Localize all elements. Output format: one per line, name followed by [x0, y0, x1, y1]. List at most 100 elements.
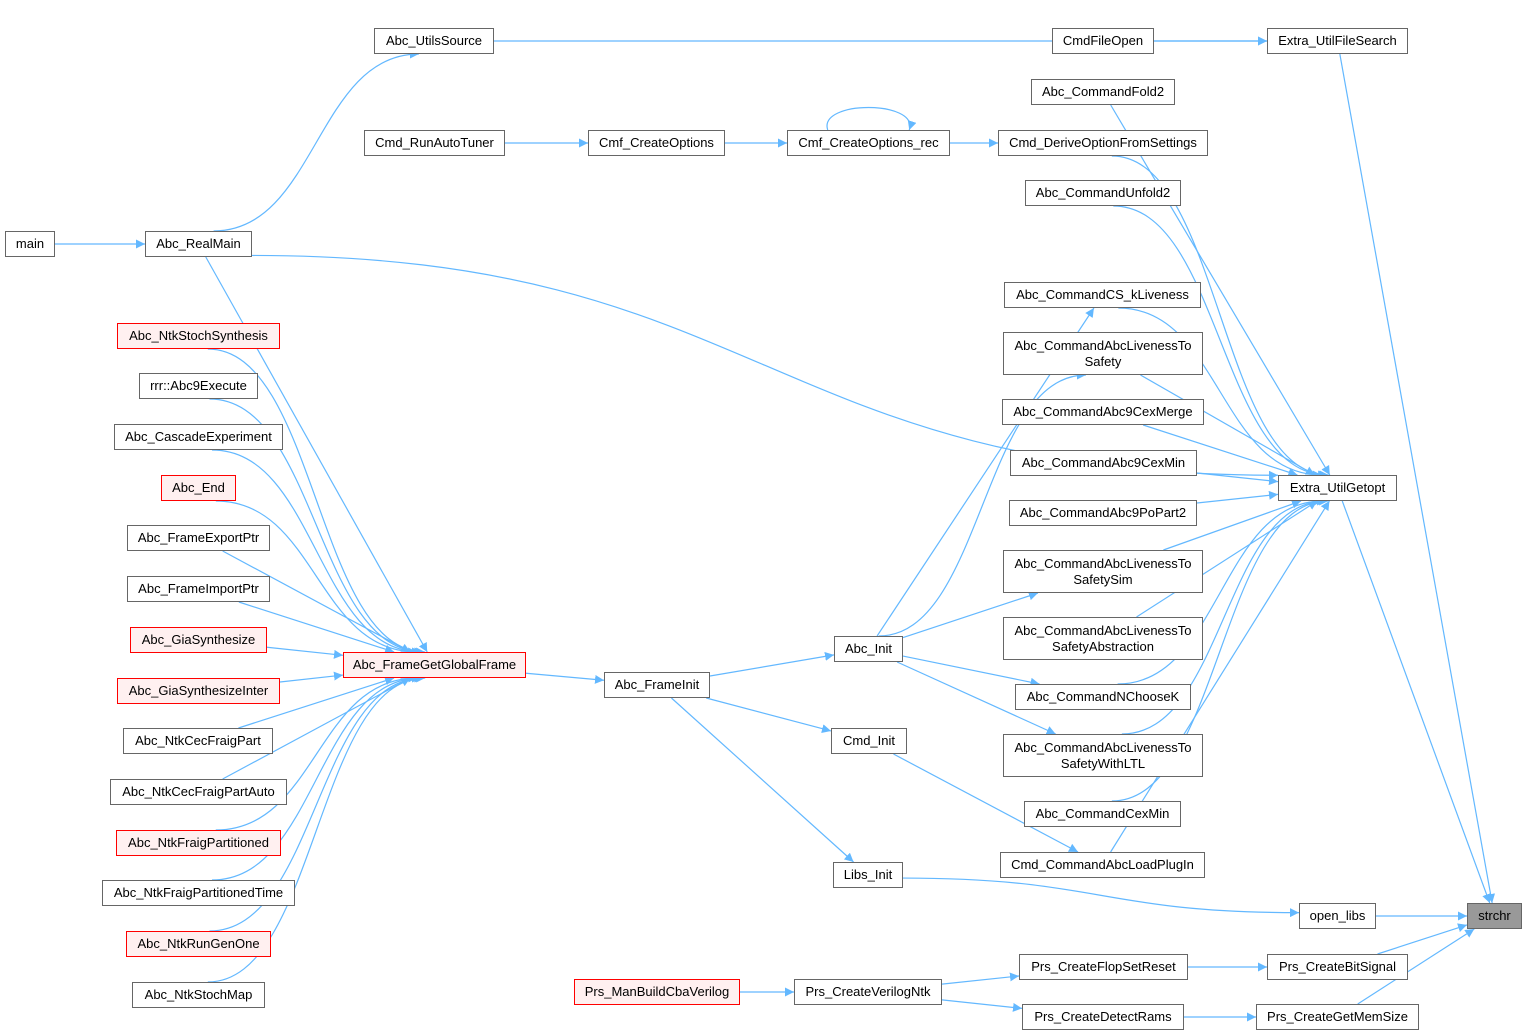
- node-label: strchr: [1478, 908, 1511, 923]
- node-label: Abc_CommandAbcLivenessTo: [1014, 555, 1192, 571]
- node-fraigparttime[interactable]: Abc_NtkFraigPartitionedTime: [102, 880, 295, 906]
- node-label: Abc_CommandAbc9CexMin: [1021, 455, 1186, 470]
- edge-abcinit-to-nchoosek: [902, 655, 1040, 687]
- node-createoptions[interactable]: Cmf_CreateOptions: [588, 130, 725, 156]
- node-main[interactable]: main: [5, 231, 55, 257]
- node-getmemsize[interactable]: Prs_CreateGetMemSize: [1256, 1004, 1419, 1030]
- node-buildcba[interactable]: Prs_ManBuildCbaVerilog: [574, 979, 740, 1005]
- node-cmdfileopen[interactable]: CmdFileOpen: [1052, 28, 1154, 54]
- edge-loadplugin-to-getopt: [1110, 500, 1330, 853]
- node-label: Cmf_CreateOptions_rec: [798, 135, 939, 150]
- node-label: main: [15, 236, 45, 251]
- node-libsinit[interactable]: Libs_Init: [833, 862, 903, 888]
- node-runautotuner[interactable]: Cmd_RunAutoTuner: [364, 130, 505, 156]
- node-cascade[interactable]: Abc_CascadeExperiment: [114, 424, 283, 450]
- edge-filesearch-to-strchr: [1339, 53, 1496, 904]
- node-cmdinit[interactable]: Cmd_Init: [831, 728, 907, 754]
- node-rungenone[interactable]: Abc_NtkRunGenOne: [126, 931, 271, 957]
- node-label: Abc_FrameInit: [614, 677, 700, 692]
- node-label: Abc_NtkStochSynthesis: [129, 328, 268, 343]
- edge-giasynthinter-to-globalframe: [279, 671, 344, 683]
- node-createoptionsrec[interactable]: Cmf_CreateOptions_rec: [787, 130, 950, 156]
- edge-frameinit-to-libsinit: [671, 697, 854, 863]
- node-cexmin9[interactable]: Abc_CommandAbc9CexMin: [1010, 450, 1197, 476]
- node-fraigpart[interactable]: Abc_NtkFraigPartitioned: [116, 830, 281, 856]
- node-abcend[interactable]: Abc_End: [161, 475, 236, 501]
- edge-realmain-to-globalframe: [205, 256, 428, 653]
- node-loadplugin[interactable]: Cmd_CommandAbcLoadPlugIn: [1000, 852, 1205, 878]
- node-label: Cmd_RunAutoTuner: [375, 135, 494, 150]
- edge-nchoosek-to-getopt: [1117, 496, 1323, 685]
- node-label: open_libs: [1309, 908, 1366, 923]
- node-cskliveness[interactable]: Abc_CommandCS_kLiveness: [1004, 282, 1201, 308]
- edge-libsinit-to-openlibs: [902, 877, 1300, 918]
- node-detectrams[interactable]: Prs_CreateDetectRams: [1022, 1004, 1184, 1030]
- node-label: Prs_CreateVerilogNtk: [805, 984, 931, 999]
- node-utilssource[interactable]: Abc_UtilsSource: [374, 28, 494, 54]
- edge-giasynth-to-globalframe: [266, 646, 344, 659]
- edge-verilogntk-to-flopsetreset: [941, 972, 1020, 985]
- node-strchr[interactable]: strchr: [1467, 903, 1522, 929]
- node-label: Libs_Init: [843, 867, 893, 882]
- node-flopsetreset[interactable]: Prs_CreateFlopSetReset: [1019, 954, 1188, 980]
- edge-abc9execute-to-globalframe: [209, 398, 424, 657]
- edge-stochsynth-to-globalframe: [207, 348, 426, 657]
- node-exportptr[interactable]: Abc_FrameExportPtr: [127, 525, 270, 551]
- edge-abcinit-to-l2s: [878, 370, 1086, 637]
- edge-realmain-to-utilssource: [213, 49, 419, 232]
- node-nchoosek[interactable]: Abc_CommandNChooseK: [1015, 684, 1191, 710]
- node-cecfraigpart[interactable]: Abc_NtkCecFraigPart: [123, 728, 273, 754]
- node-cecfraigpartauto[interactable]: Abc_NtkCecFraigPartAuto: [110, 779, 287, 805]
- node-fold2[interactable]: Abc_CommandFold2: [1031, 79, 1175, 105]
- edge-l2ssim-to-getopt: [1163, 499, 1302, 551]
- node-deriveoption[interactable]: Cmd_DeriveOptionFromSettings: [998, 130, 1208, 156]
- node-getopt[interactable]: Extra_UtilGetopt: [1278, 475, 1397, 501]
- node-label: CmdFileOpen: [1062, 33, 1144, 48]
- edge-cexmin-to-getopt: [1111, 496, 1329, 802]
- node-label: Abc_NtkStochMap: [144, 987, 253, 1002]
- edge-cecfraigpartauto-to-globalframe: [222, 677, 411, 780]
- edge-globalframe-to-frameinit: [525, 672, 605, 684]
- node-stochmap[interactable]: Abc_NtkStochMap: [132, 982, 265, 1008]
- node-frameinit[interactable]: Abc_FrameInit: [604, 672, 710, 698]
- node-cexmerge[interactable]: Abc_CommandAbc9CexMerge: [1002, 399, 1204, 425]
- node-giasynth[interactable]: Abc_GiaSynthesize: [130, 627, 267, 653]
- node-abc9execute[interactable]: rrr::Abc9Execute: [139, 373, 258, 399]
- edge-fraigpart-to-globalframe: [215, 673, 418, 831]
- node-globalframe[interactable]: Abc_FrameGetGlobalFrame: [343, 652, 526, 678]
- edge-rungenone-to-globalframe: [209, 673, 424, 932]
- node-label: Abc_CommandAbc9PoPart2: [1019, 505, 1187, 520]
- node-unfold2[interactable]: Abc_CommandUnfold2: [1025, 180, 1181, 206]
- node-bitsignal[interactable]: Prs_CreateBitSignal: [1267, 954, 1408, 980]
- node-importptr[interactable]: Abc_FrameImportPtr: [127, 576, 270, 602]
- node-label: Abc_GiaSynthesize: [141, 632, 256, 647]
- node-label: Abc_FrameGetGlobalFrame: [352, 657, 517, 672]
- node-openlibs[interactable]: open_libs: [1299, 903, 1376, 929]
- node-label: Prs_ManBuildCbaVerilog: [584, 984, 730, 999]
- node-label: Abc_CommandUnfold2: [1035, 185, 1171, 200]
- edge-cexmin9-to-getopt: [1196, 472, 1279, 486]
- node-popart2[interactable]: Abc_CommandAbc9PoPart2: [1009, 500, 1197, 526]
- node-realmain[interactable]: Abc_RealMain: [145, 231, 252, 257]
- node-stochsynth[interactable]: Abc_NtkStochSynthesis: [117, 323, 280, 349]
- node-label-line2: SafetyAbstraction: [1052, 638, 1154, 654]
- node-filesearch[interactable]: Extra_UtilFileSearch: [1267, 28, 1408, 54]
- edge-getmemsize-to-strchr: [1357, 928, 1475, 1005]
- node-label: Prs_CreateFlopSetReset: [1031, 959, 1176, 974]
- edge-exportptr-to-globalframe: [222, 550, 411, 653]
- node-label: Abc_CommandNChooseK: [1026, 689, 1180, 704]
- node-label: Abc_CommandCexMin: [1035, 806, 1170, 821]
- edge-importptr-to-globalframe: [238, 601, 395, 654]
- node-giasynthinter[interactable]: Abc_GiaSynthesizeInter: [117, 678, 280, 704]
- node-cexmin[interactable]: Abc_CommandCexMin: [1024, 801, 1181, 827]
- edge-frameinit-to-cmdinit: [706, 697, 832, 734]
- node-label: Abc_End: [172, 480, 225, 495]
- edge-fold2-to-getopt: [1110, 104, 1331, 476]
- node-abcinit[interactable]: Abc_Init: [834, 636, 903, 662]
- node-verilogntk[interactable]: Prs_CreateVerilogNtk: [794, 979, 942, 1005]
